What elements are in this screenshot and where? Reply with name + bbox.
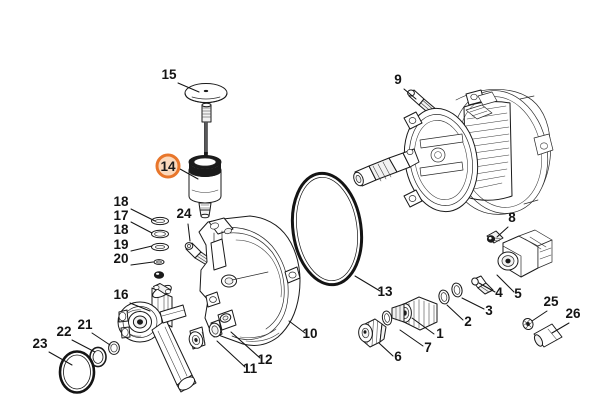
callout-label-26[interactable]: 26 [565, 306, 581, 321]
callout-label-17[interactable]: 17 [113, 208, 128, 223]
callout-label-2[interactable]: 2 [464, 314, 472, 329]
leader-line-11 [216, 340, 246, 368]
leader-line-18 [130, 208, 156, 222]
callout-label-7[interactable]: 7 [424, 340, 432, 355]
callout-label-21[interactable]: 21 [77, 317, 93, 332]
part-16-mounting-bracket [117, 283, 197, 393]
callout-label-13[interactable]: 13 [377, 284, 393, 299]
leader-line-14 [179, 168, 199, 180]
part-26-dowel-pin [533, 323, 563, 348]
highlight-callout-14[interactable]: 14 [155, 153, 181, 179]
leader-line-26 [551, 322, 570, 334]
leader-line-24 [187, 223, 191, 242]
part-18-seal-ring-a [151, 216, 169, 226]
leader-line-2 [446, 304, 464, 321]
leader-line-8 [496, 226, 509, 238]
part-5-union-block [497, 229, 553, 278]
leader-line-21 [91, 332, 111, 346]
leader-line-4 [478, 282, 496, 293]
leader-lines [48, 82, 570, 368]
leader-line-25 [531, 310, 548, 322]
callout-label-8[interactable]: 8 [508, 210, 516, 225]
part-14-reservoir [188, 155, 222, 219]
leader-line-5 [496, 274, 515, 293]
leader-line-16 [129, 302, 151, 312]
part-13-large-o-ring [290, 171, 364, 287]
callout-label-20[interactable]: 20 [113, 251, 128, 266]
leader-line-23 [48, 351, 73, 366]
callout-label-12[interactable]: 12 [257, 352, 272, 367]
callout-label-18[interactable]: 18 [113, 194, 129, 209]
part-17-washer-upper [151, 229, 169, 239]
leader-line-19 [130, 245, 153, 252]
leader-line-15 [177, 82, 200, 93]
part-15-dipstick [184, 83, 228, 162]
callout-label-23[interactable]: 23 [32, 336, 48, 351]
part-7-o-ring-seal [381, 310, 393, 326]
part-25-retaining-clip [522, 317, 534, 331]
callout-label-11[interactable]: 11 [243, 361, 258, 376]
leader-line-10 [288, 320, 306, 334]
leader-line-17 [130, 221, 153, 234]
callout-label-18-second[interactable]: 18 [113, 222, 129, 237]
callout-label-22[interactable]: 22 [56, 324, 71, 339]
part-10-pump-housing [198, 215, 301, 346]
part-19-seal-ring-small [153, 259, 165, 265]
callout-label-19[interactable]: 19 [113, 237, 128, 252]
highlight-callout-number: 14 [160, 159, 176, 174]
leader-line-6 [378, 342, 394, 357]
callout-label-4[interactable]: 4 [495, 285, 503, 300]
leader-line-12 [230, 331, 261, 359]
callout-label-3[interactable]: 3 [485, 303, 493, 318]
callout-label-25[interactable]: 25 [543, 294, 559, 309]
callout-label-24[interactable]: 24 [176, 206, 192, 221]
leader-line-20 [130, 261, 154, 266]
leader-line-3 [461, 297, 485, 310]
callout-label-9[interactable]: 9 [394, 72, 402, 87]
callout-label-15[interactable]: 15 [161, 67, 177, 82]
callout-label-5[interactable]: 5 [514, 286, 522, 301]
callout-label-16[interactable]: 16 [113, 287, 129, 302]
alternator-housing-assembly [353, 89, 554, 215]
callout-label-1[interactable]: 1 [436, 326, 444, 341]
leader-line-7 [399, 329, 424, 347]
callout-label-10[interactable]: 10 [302, 326, 317, 341]
leader-line-22 [71, 339, 96, 353]
part-23-o-ring-large [58, 350, 96, 394]
part-4-fitting-nipple [471, 275, 494, 295]
callout-label-6[interactable]: 6 [394, 349, 402, 364]
leader-line-13 [354, 275, 381, 292]
part-6-plug-cap [358, 318, 387, 348]
part-12-sealing-washer [208, 319, 223, 338]
part-18-seal-ring-b [151, 242, 169, 252]
part-2-o-ring [438, 289, 450, 305]
part-3-o-ring [451, 282, 463, 298]
part-1-valve-body [391, 296, 438, 331]
part-11-drain-plug [188, 326, 206, 350]
part-8-woodruff-key [486, 230, 504, 244]
leader-line-9 [403, 88, 417, 100]
leader-line-1 [411, 317, 435, 335]
part-20-ball-detent [153, 271, 165, 279]
part-21-o-ring-medium [108, 341, 120, 355]
